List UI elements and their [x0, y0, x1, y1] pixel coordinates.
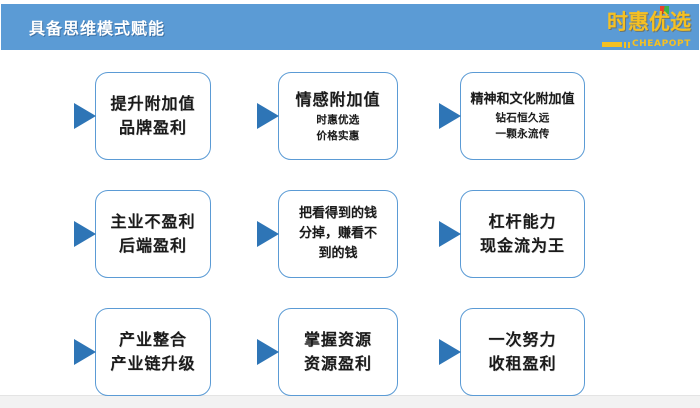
flow-box-3[interactable]: 精神和文化附加值 钻石恒久远 一颗永流传: [460, 72, 585, 160]
flow-box-7[interactable]: 产业整合 产业链升级: [95, 308, 211, 396]
header-bar: 具备思维模式赋能 时惠优选 CHEAPOPT: [1, 4, 699, 50]
logo-dash-icon: [601, 42, 622, 47]
brand-logo: 时惠优选 CHEAPOPT: [599, 6, 691, 50]
flow-cell-9[interactable]: 一次努力 收租盈利: [439, 308, 585, 396]
right-arrow-icon: [257, 103, 279, 129]
flow-box-3-sub-1: 钻石恒久远: [495, 112, 550, 124]
flow-cell-2[interactable]: 情感附加值 时惠优选 价格实惠: [257, 72, 398, 160]
flow-box-2-sub-2: 价格实惠: [316, 130, 360, 142]
logo-tick-icon: [623, 41, 626, 48]
right-arrow-icon: [74, 339, 96, 365]
flow-box-1[interactable]: 提升附加值 品牌盈利: [95, 72, 211, 160]
logo-tick-icon: [627, 41, 630, 48]
flow-box-9-line-1: 一次努力: [488, 330, 557, 349]
flow-box-4-line-2: 后端盈利: [118, 236, 187, 255]
flow-box-6-line-2: 现金流为王: [479, 236, 565, 255]
flow-box-8-line-1: 掌握资源: [303, 330, 372, 349]
logo-subtitle-row: CHEAPOPT: [599, 40, 691, 49]
flow-cell-7[interactable]: 产业整合 产业链升级: [74, 308, 211, 396]
flow-box-4-line-1: 主业不盈利: [110, 212, 196, 231]
right-arrow-icon: [74, 103, 96, 129]
flow-box-3-line-1: 精神和文化附加值: [470, 92, 575, 107]
right-arrow-icon: [439, 339, 461, 365]
flow-box-2-line-1: 情感附加值: [295, 90, 381, 109]
flow-box-5-line-3: 到的钱: [318, 246, 358, 261]
flow-box-8-line-2: 资源盈利: [303, 354, 372, 373]
flow-cell-6[interactable]: 杠杆能力 现金流为王: [439, 190, 585, 278]
mindset-grid: 提升附加值 品牌盈利 情感附加值 时惠优选 价格实惠 精神和文化附加值 钻石恒久…: [0, 50, 700, 396]
flow-box-5-line-1: 把看得到的钱: [298, 206, 377, 221]
flow-cell-1[interactable]: 提升附加值 品牌盈利: [74, 72, 211, 160]
flow-box-7-line-1: 产业整合: [118, 330, 187, 349]
flow-cell-3[interactable]: 精神和文化附加值 钻石恒久远 一颗永流传: [439, 72, 585, 160]
right-arrow-icon: [439, 221, 461, 247]
right-arrow-icon: [257, 221, 279, 247]
logo-wordmark: 时惠优选: [607, 10, 691, 34]
right-arrow-icon: [257, 339, 279, 365]
flow-box-2-sub-1: 时惠优选: [316, 114, 360, 126]
flow-box-1-line-1: 提升附加值: [110, 94, 196, 113]
flow-box-3-sub-2: 一颗永流传: [495, 128, 550, 140]
flow-box-9[interactable]: 一次努力 收租盈利: [460, 308, 585, 396]
flow-cell-5[interactable]: 把看得到的钱 分掉，赚看不 到的钱: [257, 190, 398, 278]
logo-flag-icon: [660, 6, 669, 14]
logo-subtitle: CHEAPOPT: [631, 39, 691, 49]
flow-box-5[interactable]: 把看得到的钱 分掉，赚看不 到的钱: [278, 190, 398, 278]
flow-box-6-line-1: 杠杆能力: [488, 212, 557, 231]
flow-box-2[interactable]: 情感附加值 时惠优选 价格实惠: [278, 72, 398, 160]
flow-box-5-line-2: 分掉，赚看不: [298, 226, 377, 241]
flow-cell-4[interactable]: 主业不盈利 后端盈利: [74, 190, 211, 278]
flow-box-7-line-2: 产业链升级: [110, 354, 196, 373]
flow-box-4[interactable]: 主业不盈利 后端盈利: [95, 190, 211, 278]
flow-box-9-line-2: 收租盈利: [488, 354, 557, 373]
footer-strip: [0, 395, 700, 408]
page-title: 具备思维模式赋能: [29, 19, 166, 38]
right-arrow-icon: [74, 221, 96, 247]
flow-cell-8[interactable]: 掌握资源 资源盈利: [257, 308, 398, 396]
right-arrow-icon: [439, 103, 461, 129]
flow-box-1-line-2: 品牌盈利: [118, 118, 187, 137]
flow-box-6[interactable]: 杠杆能力 现金流为王: [460, 190, 585, 278]
flow-box-8[interactable]: 掌握资源 资源盈利: [278, 308, 398, 396]
